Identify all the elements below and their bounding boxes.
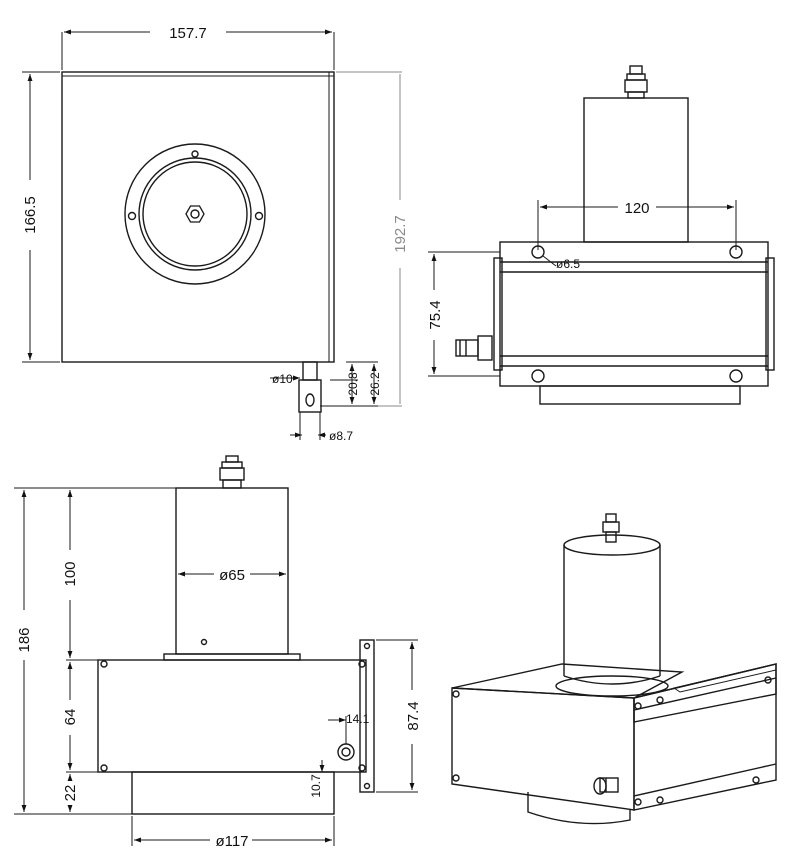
side-view-cylinder bbox=[583, 97, 689, 243]
iso-cylinder bbox=[555, 534, 669, 697]
side-view-dims bbox=[428, 200, 737, 377]
dim-side-height: 75.4 bbox=[427, 300, 444, 329]
top-view-dims bbox=[22, 29, 402, 440]
dim-hole-spacing: 120 bbox=[624, 200, 649, 217]
side-view bbox=[428, 65, 775, 405]
side-view-body bbox=[499, 241, 769, 387]
side-view-base bbox=[539, 385, 741, 405]
iso-base bbox=[527, 792, 631, 825]
dim-total-depth: 192.7 bbox=[392, 215, 409, 253]
side-view-fitting bbox=[455, 335, 493, 361]
isometric-view bbox=[451, 513, 777, 825]
dim-total-height: 186 bbox=[16, 627, 33, 652]
top-view-shaft bbox=[298, 361, 322, 413]
dim-top-height: 166.5 bbox=[22, 196, 39, 234]
dim-outlet-y: 10.7 bbox=[309, 774, 323, 798]
front-view-dims bbox=[14, 487, 418, 846]
top-view-flange bbox=[124, 143, 266, 285]
dim-mount-hole: ø6.5 bbox=[556, 257, 580, 271]
dim-offset-26: 26.2 bbox=[368, 372, 382, 396]
dim-shaft-dia: ø10 bbox=[272, 372, 293, 386]
iso-connector bbox=[602, 513, 620, 543]
dim-offset-20: 20.8 bbox=[346, 372, 360, 396]
dim-base-height: 22 bbox=[62, 785, 79, 802]
top-view-body bbox=[61, 71, 335, 363]
dim-cyl-height: 100 bbox=[62, 561, 79, 586]
dim-body-height: 64 bbox=[62, 709, 79, 726]
side-view-connector bbox=[624, 65, 648, 99]
front-view bbox=[14, 455, 418, 846]
front-view-connector bbox=[219, 455, 245, 489]
front-view-body bbox=[97, 659, 367, 773]
dim-flange-height: 87.4 bbox=[405, 701, 422, 730]
dim-top-width: 157.7 bbox=[169, 25, 207, 42]
front-view-flange bbox=[359, 639, 375, 793]
top-view bbox=[22, 29, 402, 440]
front-view-base bbox=[131, 771, 335, 815]
dim-hole-dia-small: ø8.7 bbox=[329, 429, 353, 443]
dim-base-dia: ø117 bbox=[215, 833, 248, 850]
iso-fitting bbox=[593, 777, 619, 795]
dim-outlet-x: 14.1 bbox=[346, 712, 370, 726]
dim-cyl-dia: ø65 bbox=[219, 567, 245, 584]
iso-body bbox=[451, 663, 777, 811]
